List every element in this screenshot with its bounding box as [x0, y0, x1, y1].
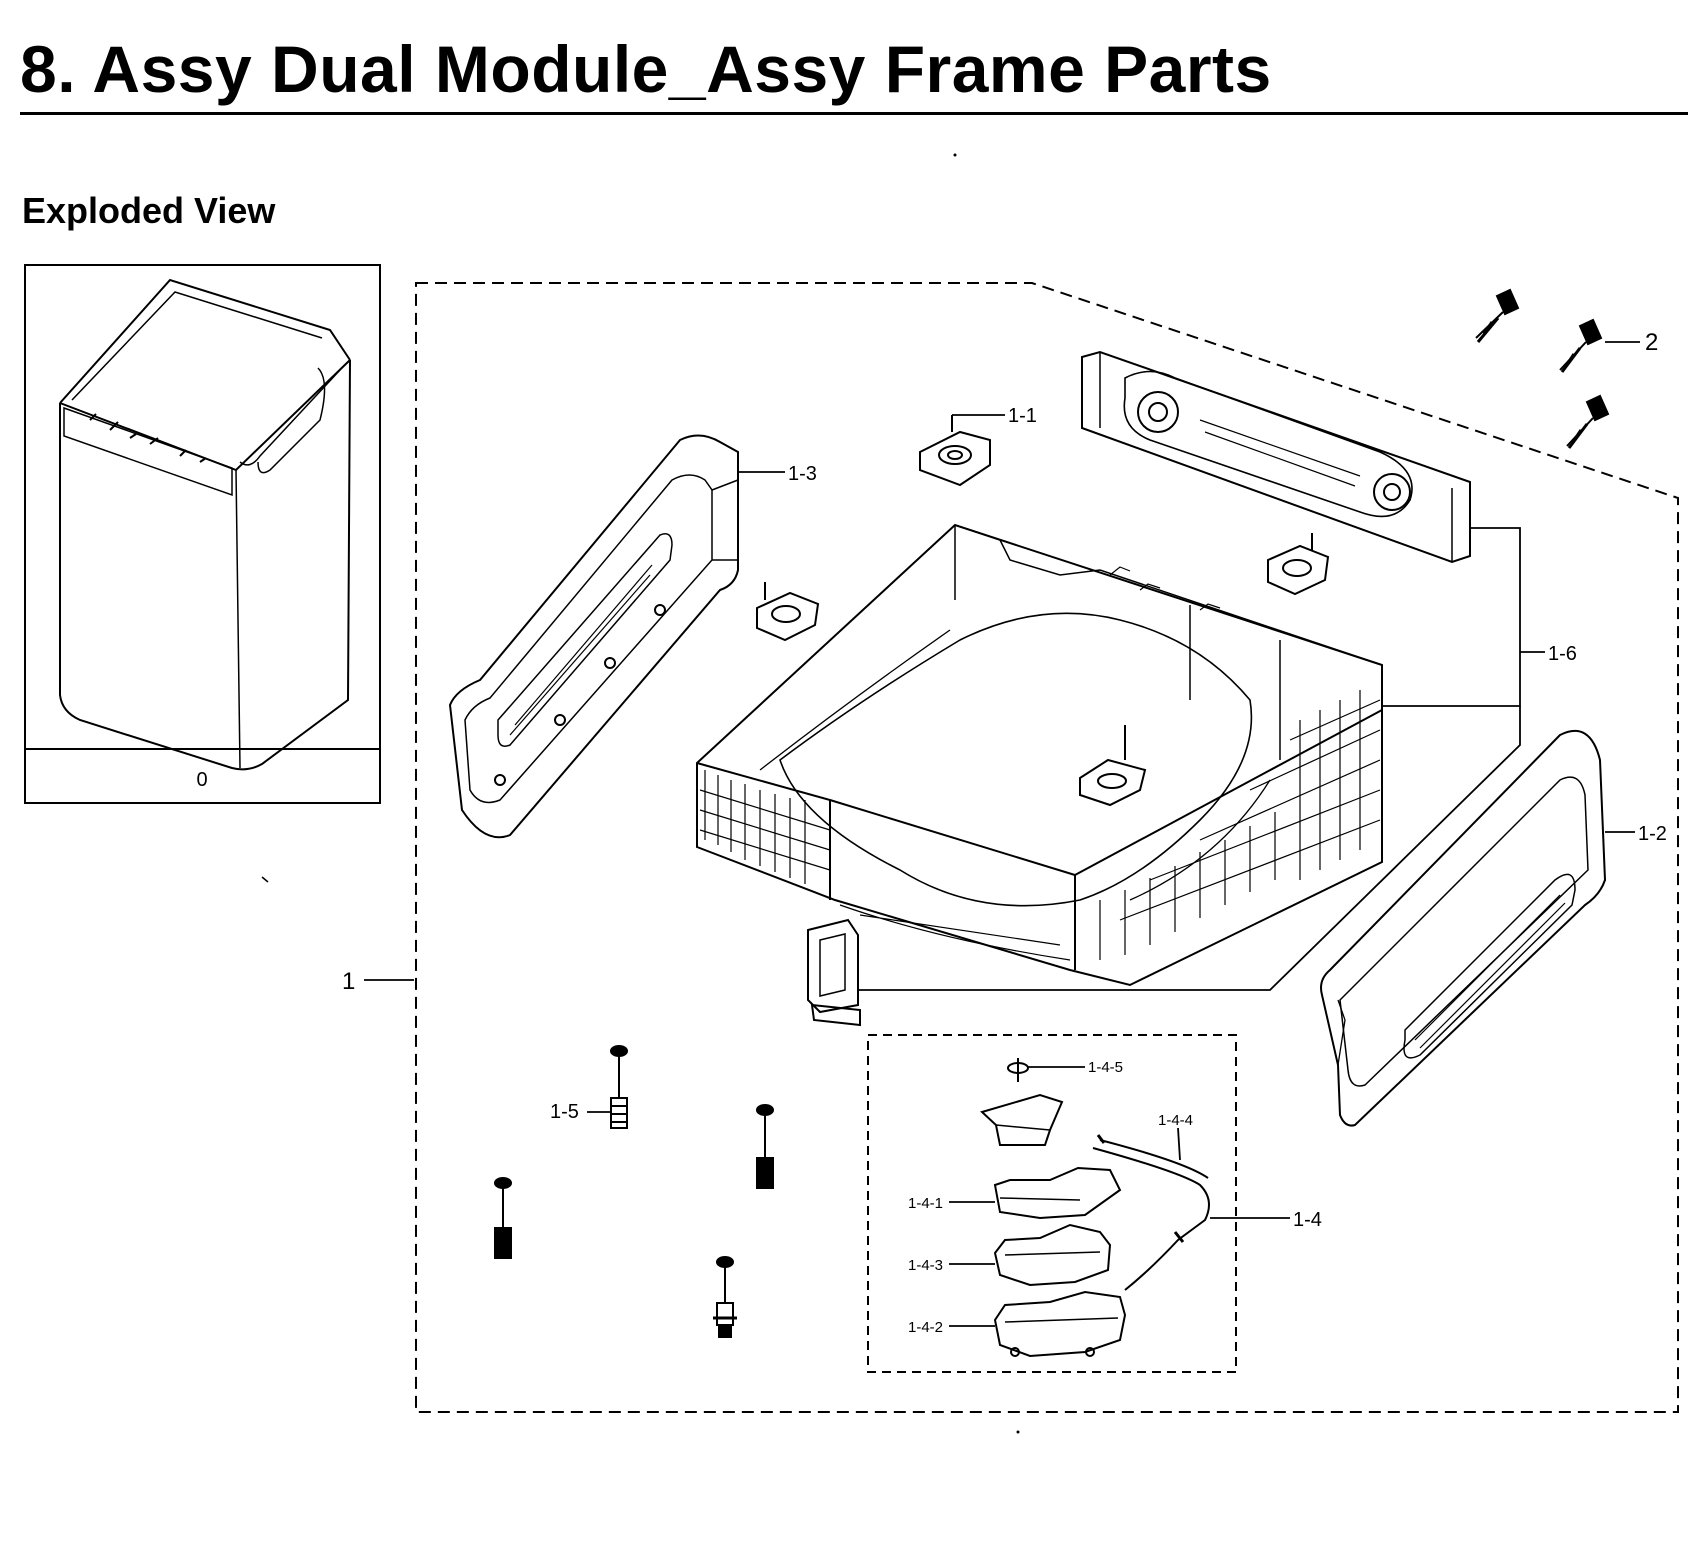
- right-side-panel: [1320, 730, 1607, 1127]
- screw-3: [1566, 394, 1610, 449]
- pump-cover-part: [980, 1093, 1064, 1146]
- hose-part: [1092, 1134, 1210, 1291]
- overview-caption: 0: [196, 769, 207, 791]
- suspension-mount-left: [756, 582, 820, 642]
- callout-1-4: 1-4: [1293, 1209, 1322, 1231]
- callout-1-4-5: 1-4-5: [1088, 1059, 1123, 1076]
- subassembly-boundary: [867, 1034, 1237, 1373]
- callout-1-3: 1-3: [788, 463, 817, 485]
- callout-1-2: 1-2: [1638, 823, 1667, 845]
- callout-1-4-4: 1-4-4: [1158, 1112, 1193, 1129]
- leveling-leg-2: [756, 1104, 774, 1189]
- title-underline: [20, 112, 1688, 115]
- callout-1-1: 1-1: [1008, 405, 1037, 427]
- pump-cap-part: [1007, 1058, 1029, 1082]
- leveling-leg-4: [713, 1256, 737, 1338]
- callout-1-4-3: 1-4-3: [908, 1257, 943, 1274]
- frame-tub: [696, 523, 1383, 987]
- assembly-boundary: [415, 282, 1679, 1413]
- callout-1-6: 1-6: [1548, 643, 1577, 665]
- leveling-leg-3: [494, 1177, 512, 1259]
- suspension-mount-rear: [919, 415, 991, 487]
- page-title: 8. Assy Dual Module_Assy Frame Parts: [20, 32, 1272, 106]
- callout-1-4-2: 1-4-2: [908, 1319, 943, 1336]
- frame-clip-bracket: [807, 918, 861, 1027]
- section-title: Exploded View: [22, 190, 276, 231]
- filter-housing-bottom: [993, 1290, 1127, 1358]
- leader-lines: [364, 341, 1640, 1327]
- screw-1: [1475, 288, 1520, 343]
- callout-1-4-1: 1-4-1: [908, 1195, 943, 1212]
- callout-2: 2: [1645, 329, 1658, 356]
- left-side-panel: [448, 434, 739, 839]
- suspension-mount-right: [1267, 533, 1330, 596]
- filter-housing-top: [993, 1166, 1122, 1220]
- washer-illustration: [59, 278, 351, 771]
- callout-1-5: 1-5: [550, 1101, 579, 1123]
- filter-housing-middle: [993, 1223, 1112, 1287]
- overview-panel: 0: [24, 264, 381, 804]
- suspension-mount-front: [1079, 725, 1147, 807]
- rear-frame-bracket: [1081, 350, 1471, 564]
- callout-1: 1: [342, 968, 355, 995]
- screw-2: [1559, 318, 1603, 373]
- leveling-leg-1: [610, 1045, 628, 1129]
